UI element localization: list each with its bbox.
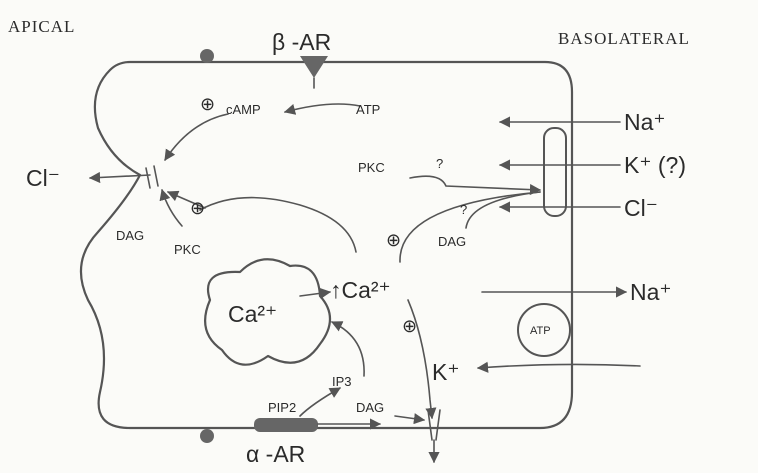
ip3-label: IP3: [332, 374, 352, 389]
plus-pkc-icon: ⊕: [190, 198, 205, 218]
camp-label: cAMP: [226, 102, 261, 117]
beta-ar-label: β -AR: [272, 29, 331, 55]
atp-pump-label: ATP: [530, 325, 551, 337]
pip2-label: PIP2: [268, 400, 296, 415]
pkc-left-label: PKC: [174, 242, 201, 257]
dag-to-basolateral-arrow: [466, 192, 540, 228]
basolateral-channel-icon: [544, 128, 566, 216]
ca-store-label: Ca²⁺: [228, 301, 277, 327]
question-mark-2: ?: [460, 202, 467, 217]
basolateral-label: BASOLATERAL: [558, 29, 690, 48]
beta-receptor-icon: [300, 56, 328, 78]
k-pump-arrow: [478, 364, 640, 368]
basal-dot-icon: [200, 429, 214, 443]
alpha-ar-label: α -AR: [246, 441, 305, 467]
alpha-receptor-icon: [254, 418, 318, 432]
plus-ca-right-icon: ⊕: [386, 230, 401, 250]
dag-right-label: DAG: [438, 234, 466, 249]
ca-cyto-label: ↑Ca²⁺: [330, 277, 391, 303]
cl-right-label: Cl⁻: [624, 195, 658, 221]
na-top-label: Na⁺: [624, 109, 666, 135]
atp-top-label: ATP: [356, 102, 380, 117]
atp-to-camp-arrow: [285, 104, 360, 112]
plus-ca-down-icon: ⊕: [402, 316, 417, 336]
k-top-label: K⁺ (?): [624, 152, 686, 178]
apical-label: APICAL: [8, 17, 75, 36]
basal-channel-icon-2: [436, 410, 440, 440]
question-mark-1: ?: [436, 156, 443, 171]
cell-membrane: [81, 62, 572, 428]
cl-efflux-arrow: [90, 175, 150, 178]
k-bottom-label: K⁺: [432, 359, 459, 385]
na-pump-label: Na⁺: [630, 279, 672, 305]
plus-camp-icon: ⊕: [200, 94, 215, 114]
ca-to-apical-arrow: [200, 198, 356, 252]
pkc-right-label: PKC: [358, 160, 385, 175]
dag-left-label: DAG: [116, 228, 144, 243]
pkc-to-channel-arrow: [162, 190, 182, 226]
camp-to-channel-arrow: [165, 114, 228, 160]
pkc-to-basolateral-arrow: [410, 176, 540, 190]
apical-channel-icon: [146, 168, 150, 188]
ca-to-basolateral-arrow: [400, 192, 540, 262]
dag-bottom-label: DAG: [356, 400, 384, 415]
apical-dot-icon: [200, 49, 214, 63]
ca-release-arrow: [300, 292, 330, 296]
ip3-to-store-arrow: [332, 322, 364, 376]
apical-channel-icon-2: [154, 166, 158, 186]
dag-to-k-channel-arrow: [395, 416, 424, 420]
pip2-to-ip3-arrow: [300, 388, 340, 416]
cl-left-label: Cl⁻: [26, 165, 60, 191]
